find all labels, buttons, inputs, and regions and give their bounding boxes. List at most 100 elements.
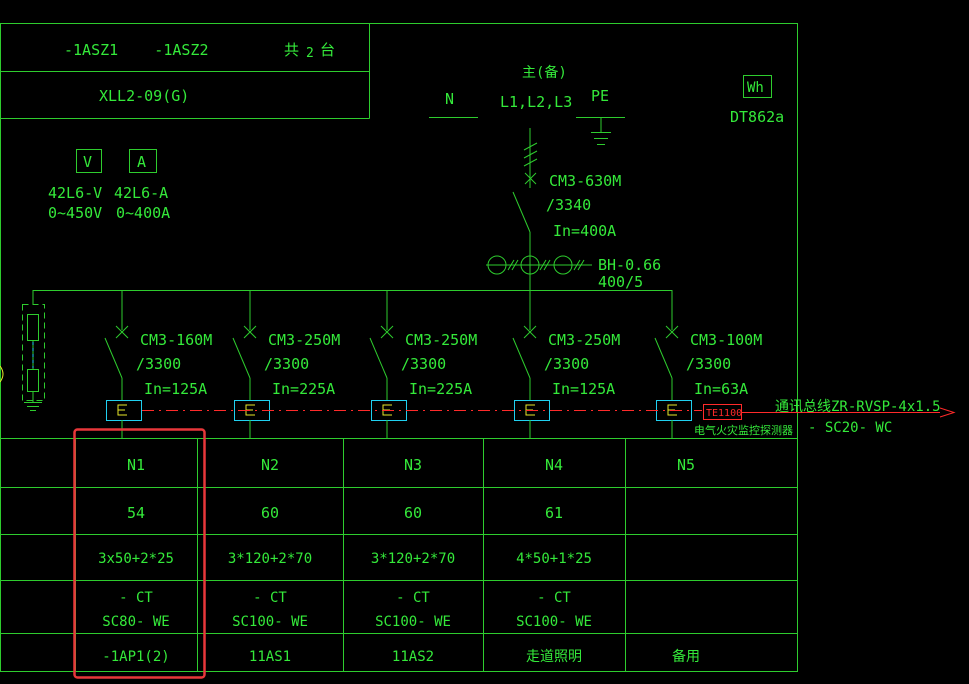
table-destination-3: 11AS2	[392, 649, 434, 665]
comm-bus-cable: 通讯总线ZR-RVSP-4x1.5	[775, 399, 941, 415]
branch-2-breaker-model: CM3-250M	[268, 331, 340, 349]
ct-hash-2b	[543, 259, 551, 271]
outer-frame	[0, 23, 798, 672]
table-cable-1: 3x50+2*25	[98, 551, 174, 567]
ct-hash-1a	[507, 259, 515, 271]
branch-5-breaker-blade	[654, 337, 673, 379]
table-power-3: 60	[404, 504, 422, 522]
table-laying-line1-3: - CT	[396, 590, 430, 606]
ct-hash-3a	[573, 259, 581, 271]
main-breaker-model: CM3-630M	[549, 172, 621, 190]
spd-frame	[22, 304, 45, 401]
branch-1-breaker-blade	[104, 337, 123, 379]
cabinet-count-number: 2	[306, 46, 314, 61]
table-destination-2: 11AS1	[249, 649, 291, 665]
voltmeter-symbol: V	[83, 153, 92, 171]
voltmeter-model: 42L6-V	[48, 184, 102, 202]
branch-4-breaker-type: /3300	[544, 355, 589, 373]
table-circuit-1: N1	[127, 456, 145, 474]
table-circuit-5: N5	[677, 456, 695, 474]
main-breaker-blade	[512, 191, 531, 233]
spd-lead	[0, 365, 4, 383]
cabinet-model: XLL2-09(G)	[99, 87, 189, 105]
branch-3-breaker-blade	[369, 337, 388, 379]
fire-monitor-desc: 电气火灾监控探测器	[694, 423, 793, 437]
fire-monitor-module-box	[703, 404, 742, 420]
ammeter-symbol: A	[137, 153, 146, 171]
ct-hash-1b	[511, 259, 519, 271]
spd-varistor	[27, 369, 39, 392]
ct-hash-3b	[577, 259, 585, 271]
main-breaker-current: In=400A	[553, 222, 616, 240]
branch-3-breaker-type: /3300	[401, 355, 446, 373]
table-destination-5: 备用	[672, 648, 700, 665]
cabinet-count-suffix: 台	[320, 41, 335, 59]
neutral-label: N	[445, 90, 454, 108]
table-laying-line1-2: - CT	[253, 590, 287, 606]
branch-5-breaker-current: In=63A	[694, 380, 748, 398]
highlight-box-n1[interactable]	[73, 428, 206, 679]
phases-label: L1,L2,L3	[500, 93, 572, 111]
table-laying-line2-3: SC100- WE	[375, 614, 451, 630]
energy-meter-model: DT862a	[730, 108, 784, 126]
branch-2-breaker-x2	[243, 325, 257, 339]
comm-bus-arrow	[939, 407, 956, 418]
main-feeder-tick-3	[523, 158, 538, 167]
main-breaker-type: /3340	[546, 196, 591, 214]
voltmeter-box	[76, 149, 102, 173]
table-destination-1: -1AP1(2)	[102, 649, 169, 665]
branch-1-breaker-x2	[115, 325, 129, 339]
table-laying-line1-4: - CT	[537, 590, 571, 606]
branch-3-breaker-current: In=225A	[409, 380, 472, 398]
main-feeder-tick-2	[523, 150, 538, 159]
ammeter-box	[129, 149, 157, 173]
branch-1-breaker-current: In=125A	[144, 380, 207, 398]
energy-meter-symbol: Wh	[747, 80, 764, 96]
branch-1-breaker-model: CM3-160M	[140, 331, 212, 349]
branch-1-residual-ct-symbol	[117, 404, 127, 416]
ct-model: BH-0.66	[598, 256, 661, 274]
table-cable-4: 4*50+1*25	[516, 551, 592, 567]
main-breaker-x2	[524, 172, 537, 185]
branch-4-breaker-x2	[523, 325, 537, 339]
branch-3-breaker-model: CM3-250M	[405, 331, 477, 349]
main-backup-label: 主(备)	[522, 64, 567, 81]
ct-hash-2a	[539, 259, 547, 271]
table-laying-line2-1: SC80- WE	[102, 614, 169, 630]
cabinet-ids: -1ASZ1 -1ASZ2	[64, 41, 209, 59]
branch-4-breaker-model: CM3-250M	[548, 331, 620, 349]
table-laying-line2-4: SC100- WE	[516, 614, 592, 630]
branch-4-breaker-blade	[512, 337, 531, 379]
table-circuit-4: N4	[545, 456, 563, 474]
branch-5-breaker-type: /3300	[686, 355, 731, 373]
fire-monitor-module: TE1100	[706, 408, 742, 419]
energy-meter-box	[743, 75, 772, 98]
table-power-4: 61	[545, 504, 563, 522]
main-feeder-tick-1	[523, 142, 538, 151]
table-cable-3: 3*120+2*70	[371, 551, 455, 567]
table-circuit-3: N3	[404, 456, 422, 474]
comm-bus-conduit: - SC20- WC	[808, 420, 892, 436]
branch-5-breaker-model: CM3-100M	[690, 331, 762, 349]
ammeter-model: 42L6-A	[114, 184, 168, 202]
branch-2-breaker-current: In=225A	[272, 380, 335, 398]
earth-label: PE	[591, 87, 609, 105]
table-laying-line2-2: SC100- WE	[232, 614, 308, 630]
branch-4-residual-ct-box	[514, 400, 550, 421]
branch-5-breaker-x2	[665, 325, 679, 339]
spd-fuse	[27, 314, 39, 341]
table-laying-line1-1: - CT	[119, 590, 153, 606]
cabinet-count-prefix: 共	[284, 41, 299, 59]
branch-2-breaker-blade	[232, 337, 251, 379]
branch-1-breaker-type: /3300	[136, 355, 181, 373]
branch-4-breaker-current: In=125A	[552, 380, 615, 398]
table-cable-2: 3*120+2*70	[228, 551, 312, 567]
branch-3-breaker-x2	[380, 325, 394, 339]
table-circuit-2: N2	[261, 456, 279, 474]
ct-ratio: 400/5	[598, 273, 643, 291]
voltmeter-range: 0~450V	[48, 204, 102, 222]
ammeter-range: 0~400A	[116, 204, 170, 222]
